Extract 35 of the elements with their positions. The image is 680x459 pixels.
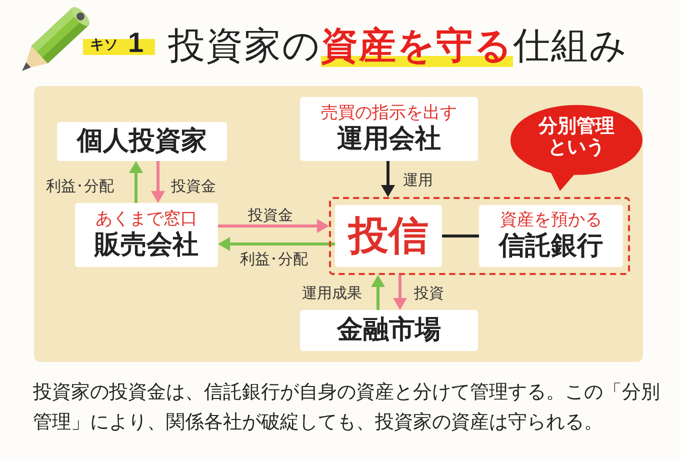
- arrow: [151, 161, 165, 203]
- node-title: 運用会社: [337, 124, 441, 155]
- entity-box: [57, 122, 227, 161]
- entity-box: [479, 205, 623, 267]
- node-title: 投信: [348, 212, 428, 260]
- arrow: [371, 275, 385, 310]
- node-title: 個人投資家: [77, 126, 207, 158]
- edge-label: 利益･分配: [240, 250, 308, 268]
- edge-label: 運用: [403, 171, 433, 189]
- arrow: [393, 275, 407, 310]
- entity-box: [335, 205, 442, 267]
- bubble-text: 分別管理という: [538, 116, 614, 159]
- edge-label: 運用成果: [302, 284, 362, 302]
- arrow: [381, 161, 395, 197]
- node-title: 信託銀行: [499, 230, 603, 262]
- arrow: [218, 219, 329, 233]
- arrow: [218, 237, 335, 251]
- node-subtitle: 売買の指示を出す: [321, 103, 457, 124]
- edge-label: 投資金: [248, 206, 293, 224]
- node-subtitle: 資産を預かる: [500, 210, 602, 231]
- edge-label: 利益･分配: [46, 177, 114, 195]
- node-title: 販売会社: [94, 230, 198, 261]
- caption-text: 投資家の投資金は、信託銀行が自身の資産と分けて管理する。この「分別管理」により、関係各社が破綻しても、投資家の資産は守られる。: [33, 380, 661, 435]
- edge-label: 投資: [414, 284, 444, 302]
- entity-box: [75, 203, 218, 267]
- page-title: 投資家の資産を守る仕組み: [168, 24, 628, 68]
- node-title: 金融市場: [337, 314, 441, 346]
- dashed-group-box: [329, 197, 630, 275]
- arrow: [129, 161, 143, 203]
- tag-label: キソ: [90, 38, 118, 54]
- entity-box: [300, 310, 478, 351]
- node-subtitle: あくまで窓口: [96, 209, 198, 230]
- edge-label: 投資金: [171, 177, 216, 195]
- connector-line: [442, 234, 479, 238]
- entity-box: [300, 97, 478, 161]
